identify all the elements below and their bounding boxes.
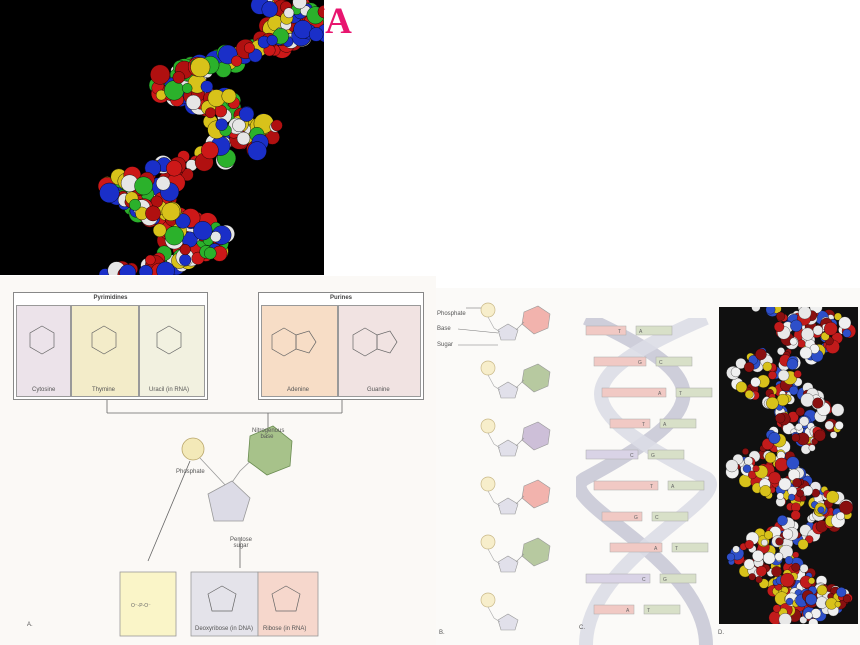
strand-sugar-label: Sugar	[437, 342, 454, 348]
guanine-label: Guanine	[367, 387, 390, 393]
dna-model-photo-top	[0, 0, 324, 275]
uracil-label: Uracil (in RNA)	[149, 387, 190, 393]
strand-phosphate-label: Phosphate	[437, 311, 466, 317]
phosphate-label: Phosphate	[176, 469, 205, 475]
deoxyribose-label: Deoxyribose (in DNA)	[195, 626, 254, 632]
uracil-block	[139, 305, 205, 397]
thymine-label: Thymine	[92, 387, 116, 393]
cytosine-block	[16, 305, 71, 397]
adenine-label: Adenine	[287, 387, 310, 393]
svg-text:O⁻-P-O⁻: O⁻-P-O⁻	[131, 603, 151, 609]
pyrimidines-panel: Pyrimidines Cytosine Thymine Uracil (in …	[13, 292, 208, 400]
svg-text:T: T	[679, 391, 682, 397]
svg-text:A: A	[663, 422, 667, 428]
svg-text:T: T	[618, 329, 621, 335]
svg-text:A: A	[639, 329, 643, 335]
svg-text:T: T	[650, 484, 653, 490]
svg-text:G: G	[663, 577, 667, 583]
nucleotide-schematic: O⁻-P-O⁻	[29, 325, 398, 637]
pyrimidines-header: Pyrimidines	[93, 295, 128, 301]
svg-text:C: C	[630, 453, 634, 459]
cytosine-label: Cytosine	[32, 387, 56, 393]
dna-helix-figure: Phosphate Base Sugar T A G C A T T A C G T A G C A T C G A…	[436, 288, 860, 645]
svg-text:G: G	[651, 453, 655, 459]
svg-text:T: T	[675, 546, 678, 552]
svg-text:C: C	[659, 360, 663, 366]
single-strand-schematic	[457, 302, 551, 631]
svg-text:T: T	[647, 608, 650, 614]
svg-text:C: C	[655, 515, 659, 521]
svg-text:G: G	[634, 515, 638, 521]
strand-base-label: Base	[437, 326, 451, 332]
panel-letter-c: C.	[579, 625, 585, 631]
svg-text:C: C	[642, 577, 646, 583]
panel-letter-a: A.	[27, 622, 33, 628]
purines-header: Purines	[329, 295, 352, 301]
thymine-block	[71, 305, 139, 397]
svg-text:T: T	[642, 422, 645, 428]
guanine-block	[338, 305, 421, 397]
purines-panel: Purines Adenine Guanine	[258, 292, 424, 400]
double-helix-diagram: T A G C A T T A C G T A G C A T C G A T	[576, 318, 717, 645]
nucleotide-figure: Pyrimidines Cytosine Thymine Uracil (in …	[0, 276, 436, 645]
svg-text:A: A	[654, 546, 658, 552]
adenine-block	[261, 305, 338, 397]
svg-text:A: A	[658, 391, 662, 397]
nitrogenous-base-label: Nitrogenous base	[252, 428, 285, 440]
svg-text:G: G	[638, 360, 642, 366]
svg-text:A: A	[671, 484, 675, 490]
panel-letter-b: B.	[439, 630, 445, 636]
space-filling-model	[719, 307, 858, 624]
ribose-label: Ribose (in RNA)	[263, 626, 307, 632]
svg-text:A: A	[626, 608, 630, 614]
pentose-sugar-label: Pentose sugar	[230, 537, 253, 549]
panel-letter-d: D.	[718, 630, 724, 636]
